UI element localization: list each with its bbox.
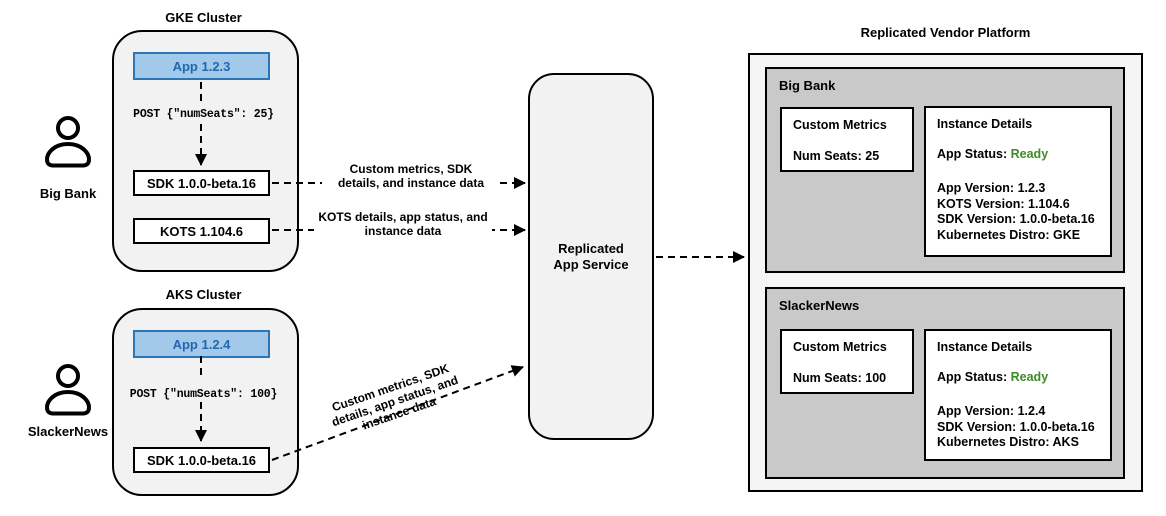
app-node: App 1.2.3	[133, 52, 270, 80]
detail-line: App Version: 1.2.4	[937, 404, 1046, 418]
sdk-node: SDK 1.0.0-beta.16	[133, 447, 270, 473]
instance-details-card: Instance Details App Status: Ready App V…	[924, 329, 1112, 461]
actor-label-slackernews: SlackerNews	[27, 424, 109, 439]
app-status-value: Ready	[1010, 370, 1049, 384]
replicated-app-service-node: Replicated App Service	[528, 73, 654, 440]
kots-node: KOTS 1.104.6	[133, 218, 270, 244]
custom-metrics-title: Custom Metrics	[793, 340, 887, 354]
tenant-name: SlackerNews	[779, 298, 860, 313]
tenant-panel-big-bank: Big Bank Custom Metrics Num Seats: 25 In…	[765, 67, 1125, 273]
gke-cluster-box: App 1.2.3 POST {"numSeats": 25} SDK 1.0.…	[112, 30, 299, 272]
connector-label-sdk-data: Custom metrics, SDK details, and instanc…	[322, 162, 500, 190]
detail-line: SDK Version: 1.0.0-beta.16	[937, 212, 1095, 226]
tenant-name: Big Bank	[779, 78, 836, 93]
num-seats-value: Num Seats: 100	[793, 371, 887, 385]
custom-metrics-card: Custom Metrics Num Seats: 100	[780, 329, 914, 394]
detail-line: Kubernetes Distro: GKE	[937, 227, 1081, 242]
app-status-line: App Status: Ready	[937, 147, 1048, 163]
instance-details-lines: App Version: 1.2.4 SDK Version: 1.0.0-be…	[937, 404, 1095, 451]
instance-details-title: Instance Details	[937, 340, 1033, 354]
detail-line: SDK Version: 1.0.0-beta.16	[937, 419, 1095, 434]
num-seats-value: Num Seats: 25	[793, 149, 880, 163]
person-icon	[45, 116, 91, 168]
app-status-line: App Status: Ready	[937, 370, 1048, 386]
custom-metrics-card: Custom Metrics Num Seats: 25	[780, 107, 914, 172]
custom-metrics-title: Custom Metrics	[793, 118, 887, 132]
detail-line: Kubernetes Distro: AKS	[937, 435, 1079, 449]
platform-box: Big Bank Custom Metrics Num Seats: 25 In…	[748, 53, 1143, 492]
instance-details-title: Instance Details	[937, 117, 1033, 131]
app-status-value: Ready	[1010, 147, 1049, 161]
connector-label-kots-data: KOTS details, app status, and instance d…	[314, 210, 492, 238]
post-request-label: POST {"numSeats": 100}	[129, 388, 278, 401]
app-status-label: App Status:	[937, 147, 1008, 161]
person-icon	[45, 364, 91, 416]
instance-details-card: Instance Details App Status: Ready App V…	[924, 106, 1112, 257]
app-node: App 1.2.4	[133, 330, 270, 358]
service-label-line: App Service	[553, 256, 629, 272]
gke-cluster-title: GKE Cluster	[165, 10, 242, 25]
instance-details-lines: App Version: 1.2.3 KOTS Version: 1.104.6…	[937, 181, 1095, 243]
sdk-node: SDK 1.0.0-beta.16	[133, 170, 270, 196]
detail-line: App Version: 1.2.3	[937, 181, 1046, 195]
actor-label-big-bank: Big Bank	[39, 186, 97, 201]
aks-cluster-title: AKS Cluster	[165, 287, 242, 302]
app-status-label: App Status:	[937, 370, 1008, 384]
post-request-label: POST {"numSeats": 25}	[133, 108, 274, 121]
detail-line: KOTS Version: 1.104.6	[937, 196, 1070, 211]
tenant-panel-slackernews: SlackerNews Custom Metrics Num Seats: 10…	[765, 287, 1125, 479]
platform-title: Replicated Vendor Platform	[860, 25, 1031, 40]
aks-cluster-box: App 1.2.4 POST {"numSeats": 100} SDK 1.0…	[112, 308, 299, 496]
service-label-line: Replicated	[558, 240, 624, 256]
connector-label-slackernews-data: Custom metrics, SDK details, app status,…	[329, 361, 460, 433]
